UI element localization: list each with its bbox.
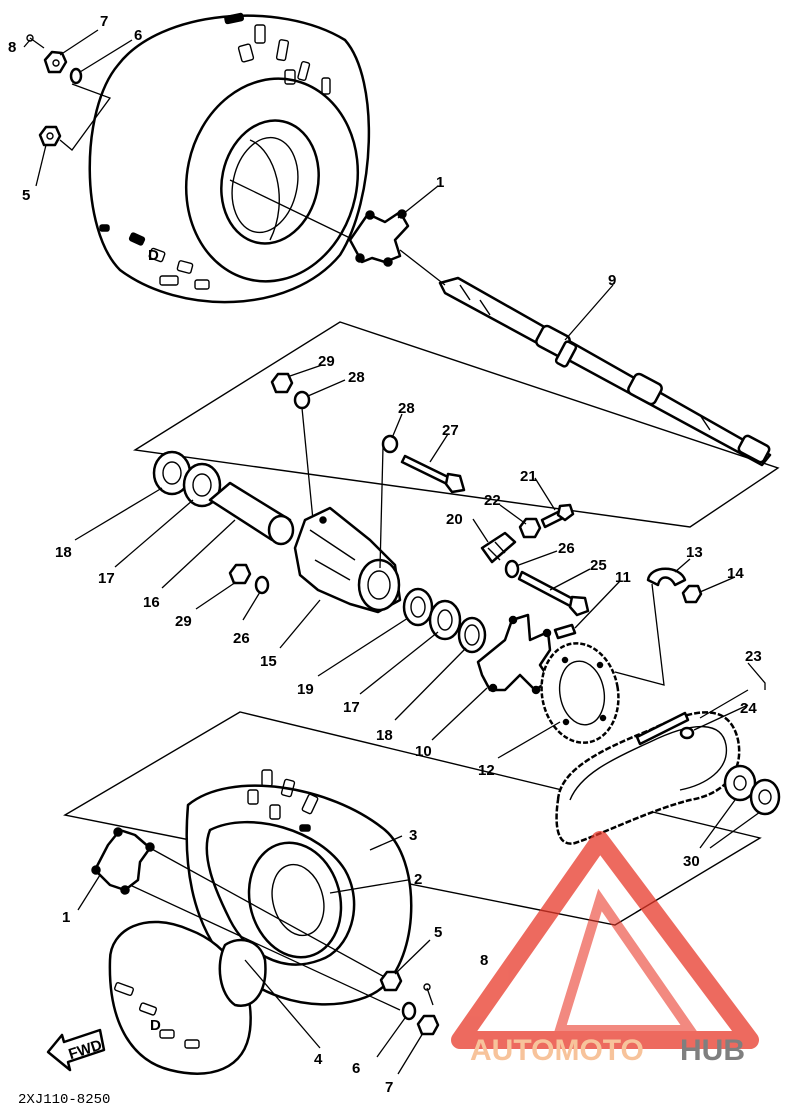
spacer-30-a [723,764,757,802]
leader-lines [23,29,766,1075]
callout-29-upper: 29 [318,353,335,370]
callout-17-right: 17 [343,699,360,716]
nut-5-upper [38,125,62,147]
callout-22: 22 [484,492,501,509]
washer-6-upper [69,67,83,85]
axle-hub-lower [91,827,155,895]
sprocket-hub [476,613,552,695]
axle-section-frame [132,321,780,528]
lower-wheel: D [108,769,413,1075]
callout-27: 27 [442,422,459,439]
nut-29-lower [228,563,252,585]
callout-5-lower: 5 [434,924,442,941]
lower-section-frame [63,711,762,926]
callout-6-upper: 6 [134,27,142,44]
svg-text:D: D [148,247,159,264]
bearing-17-right [428,599,462,641]
callout-4: 4 [314,1051,323,1068]
nut-14 [681,584,703,604]
callout-14: 14 [727,565,744,582]
callout-29-lower: 29 [175,613,192,630]
callout-23: 23 [745,648,762,665]
clip-13 [646,567,687,587]
callout-10: 10 [415,743,432,760]
callout-13: 13 [686,544,703,561]
callout-8-upper: 8 [8,39,16,56]
seal-19 [402,587,434,627]
callout-12: 12 [478,762,495,779]
washer-28-mid [381,434,399,454]
bearing-18-right [457,616,487,654]
part-code: 2XJ110-8250 [18,1092,110,1108]
lower-tread-blocks [114,769,319,1049]
nut-7-upper [43,50,68,74]
bolt-25 [517,570,590,617]
washer-6-lower [401,1001,417,1021]
upper-wheel: D [88,12,371,304]
callout-6-lower: 6 [352,1060,360,1077]
callout-16: 16 [143,594,160,611]
callout-18-left: 18 [55,544,72,561]
callout-15: 15 [260,653,277,670]
watermark-text-a: AUTOMOTO [470,1034,644,1067]
callout-labels: 8 7 6 5 1 9 29 28 28 27 21 22 20 26 25 1… [8,13,762,1096]
callout-28-mid: 28 [398,400,415,417]
rear-axle [438,276,772,467]
nut-7-lower [416,1014,440,1036]
callout-1-upper: 1 [436,174,444,191]
tread-blocks [99,12,331,290]
nut-29-upper [270,372,294,394]
callout-7-upper: 7 [100,13,108,30]
bearing-17-left [182,462,222,508]
callout-3: 3 [409,827,417,844]
sprocket [540,642,620,744]
bolt-27 [400,454,466,494]
watermark-text-b: HUB [680,1034,745,1067]
washer-26-mid [504,559,520,579]
callout-19: 19 [297,681,314,698]
spacer-30-b [749,778,781,816]
watermark-logo: AUTOMOTO HUB [451,831,759,1067]
callout-30: 30 [683,853,700,870]
callout-18-right: 18 [376,727,393,744]
callout-26-lower: 26 [233,630,250,647]
axle-hub-upper [348,209,410,267]
callout-20: 20 [446,511,463,528]
callout-9: 9 [608,272,616,289]
callout-21: 21 [520,468,537,485]
callout-5-upper: 5 [22,187,30,204]
washer-28-upper [293,390,311,410]
spacer-16 [208,481,295,546]
chain-adjuster-20 [480,531,517,564]
callout-28-upper: 28 [348,369,365,386]
axle-housing [293,506,402,614]
callout-17-left: 17 [98,570,115,587]
callout-25: 25 [590,557,607,574]
pin-11 [553,623,577,640]
bearing-18-left [152,450,192,496]
callout-26-mid: 26 [558,540,575,557]
callout-11: 11 [615,569,631,586]
fwd-arrow: FWD [46,1028,106,1072]
cotter-pin-8-lower [426,987,434,1006]
callout-24: 24 [740,700,757,717]
callout-7-lower: 7 [385,1079,393,1096]
callout-8-lower: 8 [480,952,488,969]
nut-5-lower [379,970,403,992]
callout-1-lower: 1 [62,909,70,926]
bolt-21 [540,503,575,529]
callout-2: 2 [414,871,422,888]
washer-26-lower [254,575,270,595]
svg-text:D: D [150,1017,161,1034]
